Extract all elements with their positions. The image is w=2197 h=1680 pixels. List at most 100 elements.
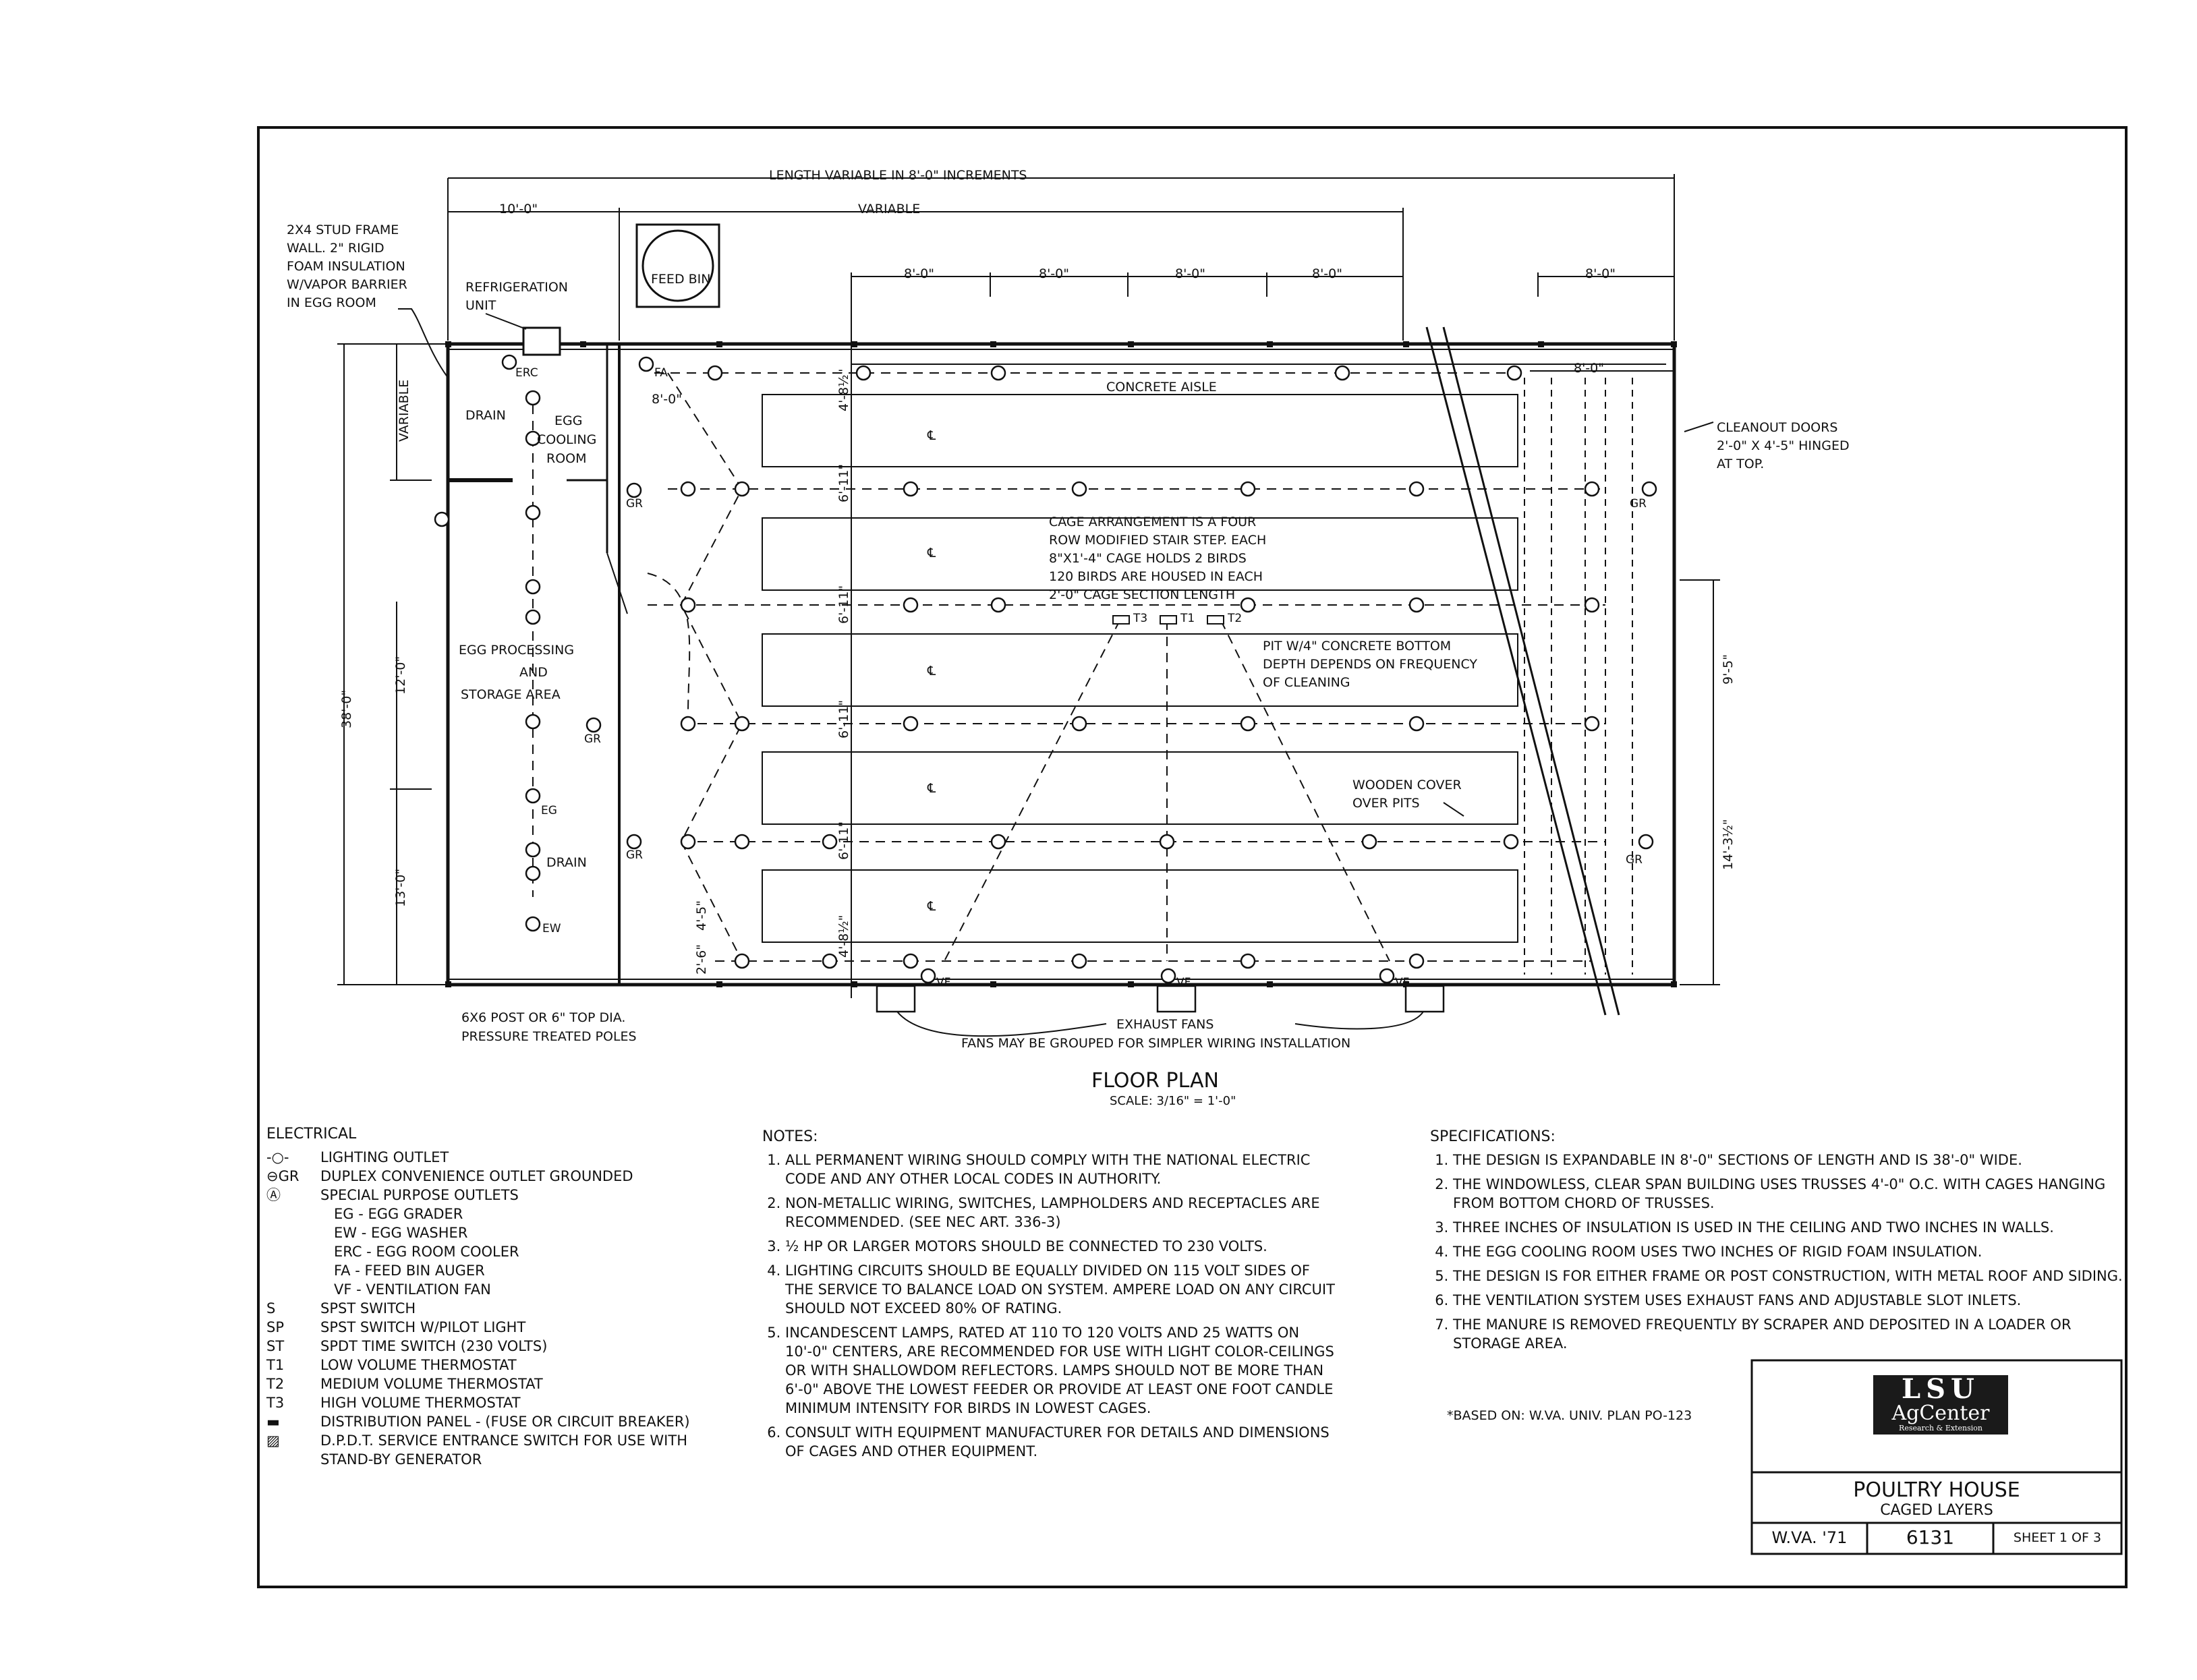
legend-text: ERC - EGG ROOM COOLER [334,1244,519,1260]
egg-cooling-label-3: ROOM [546,451,587,466]
legend-symbol: T1 [266,1357,285,1373]
egg-cooling-label-2: COOLING [537,432,596,447]
legend-text: LIGHTING OUTLET [320,1149,449,1165]
gr-label-4: GR [1630,497,1647,511]
note-item: ½ HP OR LARGER MOTORS SHOULD BE CONNECTE… [785,1237,1336,1256]
lsu-agcenter-logo: LSU AgCenter Research & Extension [1873,1375,2008,1435]
legend-row: ▬DISTRIBUTION PANEL - (FUSE OR CIRCUIT B… [266,1412,739,1431]
pit-note-3: OF CLEANING [1263,675,1350,690]
specifications-heading: SPECIFICATIONS: [1430,1128,1556,1145]
posts [445,341,1677,987]
vf-label-3: VF [1395,976,1409,989]
specification-item: THE MANURE IS REMOVED FREQUENTLY BY SCRA… [1453,1315,2125,1353]
legend-row: ▨D.P.D.T. SERVICE ENTRANCE SWITCH FOR US… [266,1431,739,1469]
specifications-block: SPECIFICATIONS: THE DESIGN IS EXPANDABLE… [1430,1128,2125,1358]
wall-note-3: FOAM INSULATION [287,259,405,274]
dim-12-label: 12'-0" [393,656,408,695]
dim-8-label-3: 8'-0" [1175,266,1205,281]
exhaust-fans-label: EXHAUST FANS [1116,1017,1214,1032]
t2-label: T2 [1227,612,1242,625]
outlets [501,354,1657,984]
specifications-list: THE DESIGN IS EXPANDABLE IN 8'-0" SECTIO… [1430,1151,2125,1353]
note-item: NON-METALLIC WIRING, SWITCHES, LAMPHOLDE… [785,1194,1336,1232]
lighting-outlets [434,365,1600,969]
legend-symbol: -○- [266,1149,289,1165]
dim-8-label-2: 8'-0" [1039,266,1069,281]
wooden-cover-2: OVER PITS [1352,796,1420,811]
legend-row: VF - VENTILATION FAN [266,1280,739,1299]
dim-2-6-label: 2'-6" [694,944,709,975]
gr-label-3: GR [626,848,643,862]
refrigeration-unit [522,326,561,356]
cleanout-1: CLEANOUT DOORS [1717,420,1837,435]
legend-text: EW - EGG WASHER [334,1225,468,1241]
cage-note-2: ROW MODIFIED STAIR STEP. EACH [1049,533,1266,548]
thermostats [1112,615,1224,625]
dim-8-label-5: 8'-0" [1585,266,1616,281]
title-block-frame [1750,1359,2123,1555]
legend-row: EG - EGG GRADER [266,1205,739,1223]
dim-14-3-label: 14'-3½" [1721,819,1736,871]
leader-lines [398,308,1714,817]
notes-heading: NOTES: [762,1128,818,1145]
legend-symbol: ST [266,1338,285,1354]
feed-bin-label: FEED BIN [651,272,710,287]
lighting-circuits [532,372,1605,962]
wall-note-2: WALL. 2" RIGID [287,241,384,256]
source-cell: W.VA. '71 [1771,1528,1848,1547]
legend-row: FA - FEED BIN AUGER [266,1261,739,1280]
centerline-2: ℄ [927,546,936,560]
gr-label-2: GR [584,732,601,746]
drain-label-1: DRAIN [465,408,506,423]
specification-item: THREE INCHES OF INSULATION IS USED IN TH… [1453,1218,2125,1237]
legend-symbol: ▬ [266,1414,280,1430]
wall-note-1: 2x4 STUD FRAME [287,223,399,237]
ew-label: EW [542,922,561,935]
legend-text: VF - VENTILATION FAN [334,1281,491,1298]
wooden-cover-hatching [1524,378,1633,975]
break-line [1425,326,1620,1016]
note-item: LIGHTING CIRCUITS SHOULD BE EQUALLY DIVI… [785,1261,1336,1318]
egg-processing-label-1: EGG PROCESSING [459,643,574,658]
cleanout-3: AT TOP. [1717,457,1764,471]
vf-label-2: VF [1176,976,1191,989]
specification-item: THE EGG COOLING ROOM USES TWO INCHES OF … [1453,1242,2125,1261]
logo-ext-text: Research & Extension [1899,1424,1982,1432]
plan-number-cell: 6131 [1906,1526,1955,1548]
cage-note-3: 8"x1'-4" CAGE HOLDS 2 BIRDS [1049,551,1247,566]
centerline-1: ℄ [927,428,936,443]
sheet-border [257,126,2128,1588]
pit-note-1: PIT W/4" CONCRETE BOTTOM [1263,639,1451,654]
wall-note-4: W/VAPOR BARRIER [287,277,407,292]
wooden-cover-1: WOODEN COVER [1352,778,1462,792]
legend-text: HIGH VOLUME THERMOSTAT [320,1395,521,1411]
specification-item: THE VENTILATION SYSTEM USES EXHAUST FANS… [1453,1291,2125,1310]
drain-label-2: DRAIN [546,855,587,870]
dim-10-label: 10'-0" [499,202,538,216]
legend-text: D.P.D.T. SERVICE ENTRANCE SWITCH FOR USE… [320,1432,687,1468]
dim-6-11-b: 6'-11" [836,585,851,624]
notes-block: NOTES: ALL PERMANENT WIRING SHOULD COMPL… [762,1128,1336,1466]
legend-row: SpSPST SWITCH W/PILOT LIGHT [266,1318,739,1337]
legend-symbol: T2 [266,1376,285,1392]
egg-processing-label-3: STORAGE AREA [461,687,561,702]
wall-note-5: IN EGG ROOM [287,295,376,310]
centerline-5: ℄ [927,899,936,914]
note-item: INCANDESCENT LAMPS, RATED AT 110 TO 120 … [785,1323,1336,1418]
legend-symbol: Ⓐ [266,1187,281,1203]
dim-4-8-bottom: 4'-8½" [836,915,851,958]
dim-13-label: 13'-0" [393,869,408,907]
specification-item: THE DESIGN IS FOR EITHER FRAME OR POST C… [1453,1267,2125,1285]
eg-label: EG [541,804,557,817]
dim-8-label-6: 8'-0" [1574,361,1604,376]
egg-cooling-label-1: EGG [554,413,582,428]
specification-item: THE DESIGN IS EXPANDABLE IN 8'-0" SECTIO… [1453,1151,2125,1169]
floor-plan-title: FLOOR PLAN [1091,1069,1219,1093]
dim-8-label-1: 8'-0" [904,266,934,281]
